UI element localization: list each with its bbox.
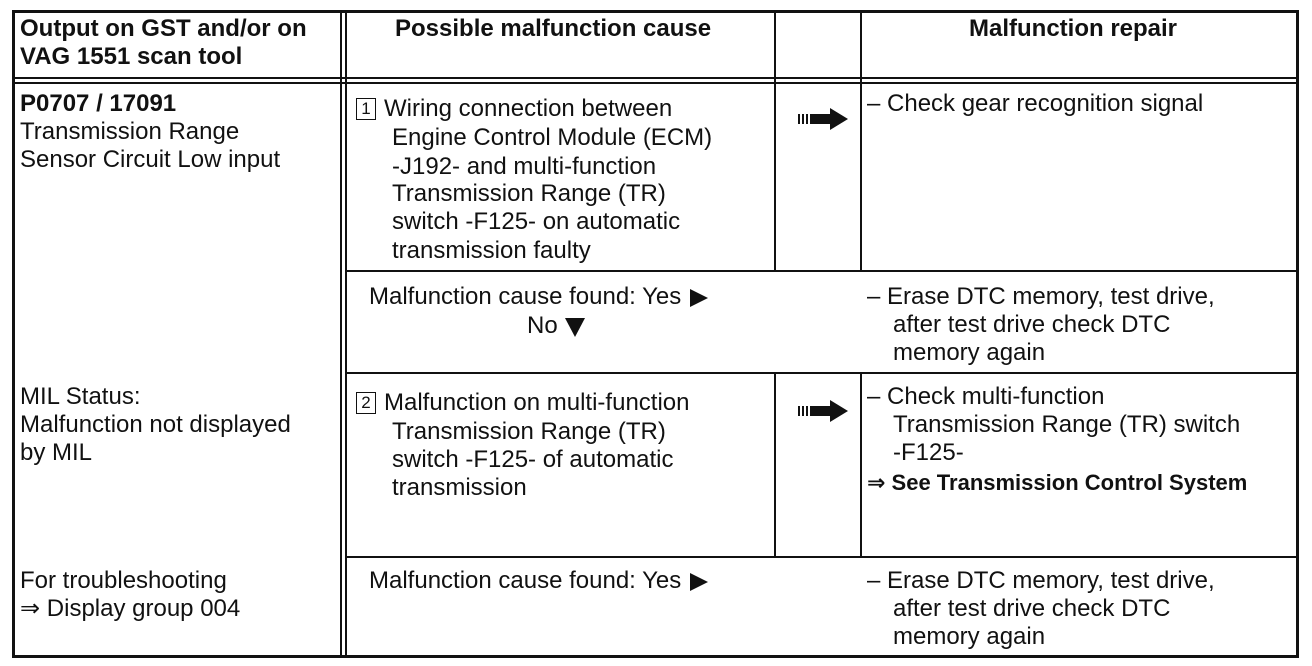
header-rule-a <box>12 77 1299 79</box>
row2-cause-line1: 2 Malfunction on multi-function <box>356 389 689 417</box>
divider-col2-row1 <box>774 84 776 271</box>
found2-yes-text: Malfunction cause found: Yes <box>369 567 682 594</box>
divider-col1-b <box>345 10 347 658</box>
see-transmission-link[interactable]: ⇒ See Transmission Control System <box>867 470 1248 495</box>
divider-col2-row2 <box>774 373 776 557</box>
header-cause: Possible malfunction cause <box>395 15 712 42</box>
arrow-right-icon <box>798 108 848 130</box>
found2-repair-line1: – Erase DTC memory, test drive, <box>867 567 1215 594</box>
found1-repair-line3: memory again <box>893 339 1046 366</box>
rule-found1 <box>345 372 1299 374</box>
divider-col3-header <box>860 10 862 82</box>
header-output-line2: VAG 1551 scan tool <box>20 43 243 70</box>
header-repair: Malfunction repair <box>969 15 1178 42</box>
found2-repair-line3: memory again <box>893 623 1046 650</box>
divider-col3-row2 <box>860 373 862 557</box>
row1-cause-line2: Engine Control Module (ECM) <box>392 124 713 151</box>
border-bottom <box>12 655 1299 658</box>
triangle-right-icon <box>689 572 708 591</box>
row2-repair-line3: -F125- <box>893 439 964 466</box>
divider-col1-a <box>340 10 342 658</box>
row1-cause-line4: Transmission Range (TR) <box>392 180 666 207</box>
border-left <box>12 10 15 658</box>
mil-status-line1: MIL Status: <box>20 383 141 410</box>
header-rule-b <box>12 82 1299 84</box>
found1-no-text: No <box>527 312 558 339</box>
row1-cause-line5: switch -F125- on automatic <box>392 208 681 235</box>
dtc-code: P0707 / 17091 <box>20 90 177 117</box>
step-number-1: 1 <box>356 98 376 120</box>
row2-repair-line1: – Check multi-function <box>867 383 1105 410</box>
found1-repair-line2: after test drive check DTC <box>893 311 1171 338</box>
row2-repair-line2: Transmission Range (TR) switch <box>893 411 1241 438</box>
border-top <box>12 10 1299 13</box>
mil-status-line2: Malfunction not displayed <box>20 411 291 438</box>
row1-cause-line1: 1 Wiring connection between <box>356 95 672 123</box>
found2-repair-line2: after test drive check DTC <box>893 595 1171 622</box>
rule-row2 <box>345 556 1299 558</box>
dtc-desc-line2: Sensor Circuit Low input <box>20 146 281 173</box>
triangle-right-icon <box>689 288 708 307</box>
row1-cause-line6: transmission faulty <box>392 237 591 264</box>
mil-status-line3: by MIL <box>20 439 93 466</box>
row2-cause-line2: Transmission Range (TR) <box>392 418 666 445</box>
divider-col2-header <box>774 10 776 82</box>
found1-yes-text: Malfunction cause found: Yes <box>369 283 682 310</box>
found1-no: No <box>527 312 586 340</box>
found2-yes: Malfunction cause found: Yes <box>369 567 710 595</box>
found1-repair-line1: – Erase DTC memory, test drive, <box>867 283 1215 310</box>
triangle-down-icon <box>565 317 586 337</box>
troubleshooting-link: ⇒ Display group 004 <box>20 595 241 622</box>
row2-cause-line4: transmission <box>392 474 527 501</box>
row1-cause-line3: -J192- and multi-function <box>392 153 657 180</box>
step-number-2: 2 <box>356 392 376 414</box>
divider-col3-row1 <box>860 84 862 271</box>
troubleshooting-line1: For troubleshooting <box>20 567 227 594</box>
row2-cause-text: Malfunction on multi-function <box>384 389 690 416</box>
rule-row1 <box>345 270 1299 272</box>
arrow-right-icon <box>798 400 848 422</box>
row1-repair: – Check gear recognition signal <box>867 90 1204 117</box>
header-output-line1: Output on GST and/or on <box>20 15 307 42</box>
border-right <box>1296 10 1299 658</box>
found1-yes: Malfunction cause found: Yes <box>369 283 710 311</box>
dtc-desc-line1: Transmission Range <box>20 118 240 145</box>
row1-cause-text: Wiring connection between <box>384 95 673 122</box>
row2-cause-line3: switch -F125- of automatic <box>392 446 674 473</box>
